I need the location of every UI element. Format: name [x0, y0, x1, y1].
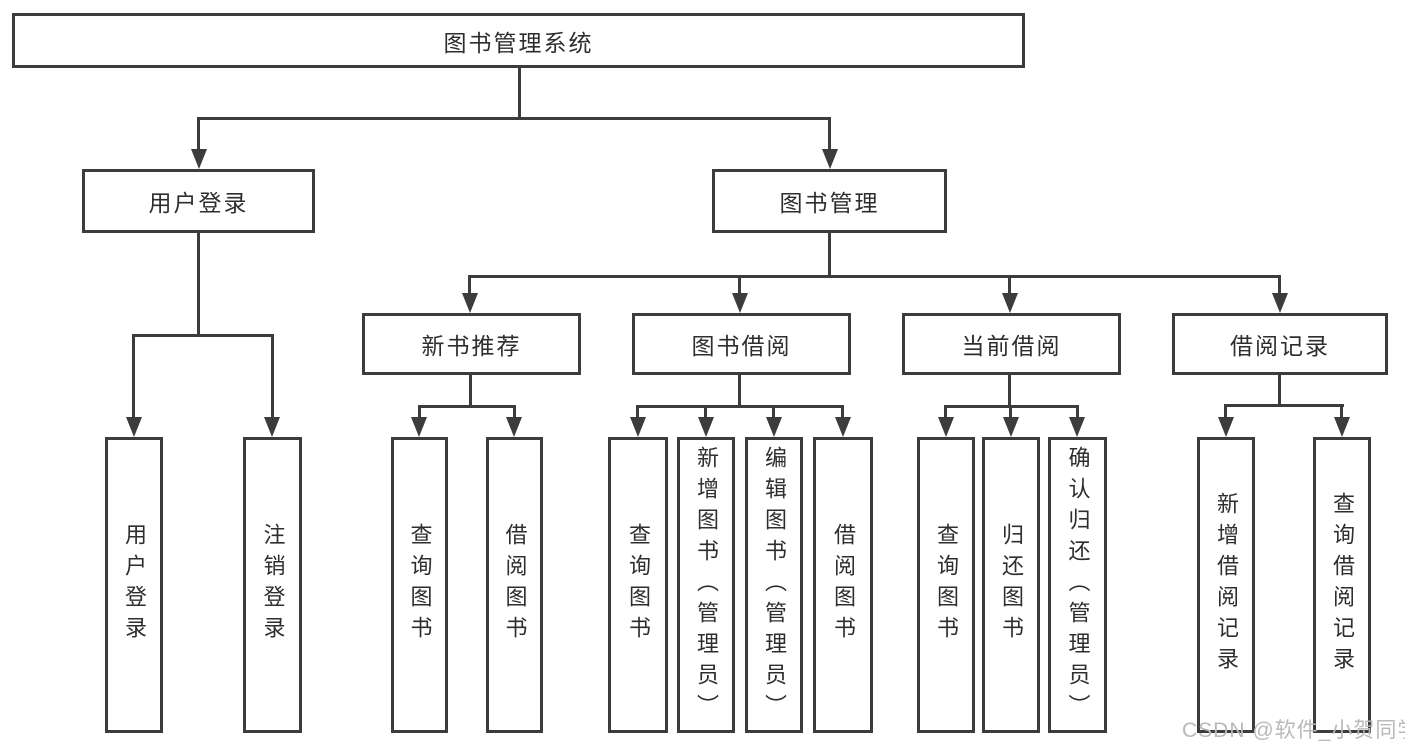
connector-newbookrec-rail — [418, 405, 516, 408]
watermark: CSDN @软件_小贺同学 — [1182, 719, 1405, 742]
connector-l3-shaft-4 — [1278, 275, 1281, 295]
arrow-down-icon — [835, 417, 851, 437]
connector-l3-shaft-3 — [1008, 275, 1011, 295]
node-book-mgmt-label: 图书管理 — [779, 190, 880, 216]
arrow-down-icon — [732, 293, 748, 313]
node-book-borrow: 图书借阅 — [632, 313, 851, 375]
leaf-bb-query-book: 查询图书 — [608, 437, 668, 733]
connector-root-rail — [197, 117, 831, 120]
leaf-br-query-record: 查询借阅记录 — [1313, 437, 1371, 733]
leaf-bb-borrow-book: 借阅图书 — [813, 437, 873, 733]
connector-userlogin-stem — [197, 233, 200, 335]
node-root: 图书管理系统 — [12, 13, 1025, 68]
leaf-rec-borrow-book: 借阅图书 — [486, 437, 543, 733]
leaf-cb-return-book-label: 归还图书 — [999, 523, 1024, 647]
node-borrow-record-label: 借阅记录 — [1230, 333, 1330, 359]
arrow-down-icon — [191, 149, 207, 169]
connector-userlogin-rail — [132, 334, 274, 337]
leaf-bb-query-book-label: 查询图书 — [626, 523, 651, 647]
connector-d3-shaft — [1076, 405, 1079, 419]
leaf-cb-query-book-label: 查询图书 — [934, 523, 959, 647]
connector-root-stem — [518, 68, 521, 118]
arrow-down-icon — [264, 417, 280, 437]
leaf-rec-borrow-book-label: 借阅图书 — [502, 523, 528, 647]
leaf-bb-add-book-admin: 新增图书（管理员） — [677, 437, 735, 733]
connector-b2-shaft — [513, 405, 516, 419]
node-root-label: 图书管理系统 — [443, 29, 594, 56]
connector-l3-shaft-2 — [738, 275, 741, 295]
node-current-borrow-label: 当前借阅 — [961, 333, 1062, 359]
connector-d1-shaft — [944, 405, 947, 419]
node-new-book-rec-label: 新书推荐 — [421, 333, 522, 359]
node-book-mgmt: 图书管理 — [712, 169, 947, 233]
node-new-book-rec: 新书推荐 — [362, 313, 581, 375]
arrow-down-icon — [630, 417, 646, 437]
arrow-down-icon — [822, 149, 838, 169]
leaf-br-add-record-label: 新增借阅记录 — [1214, 492, 1239, 678]
node-current-borrow: 当前借阅 — [902, 313, 1121, 375]
connector-e2-shaft — [1340, 404, 1343, 419]
arrow-down-icon — [1334, 417, 1350, 437]
arrow-down-icon — [938, 417, 954, 437]
leaf-br-add-record: 新增借阅记录 — [1197, 437, 1255, 733]
leaf-bb-edit-book-admin: 编辑图书（管理员） — [745, 437, 803, 733]
arrow-down-icon — [462, 293, 478, 313]
arrow-down-icon — [1069, 417, 1085, 437]
connector-bookmgmt-rail — [468, 275, 1281, 278]
connector-root-bookmgmt-shaft — [828, 117, 831, 151]
leaf-cb-query-book: 查询图书 — [917, 437, 975, 733]
leaf-logout: 注销登录 — [243, 437, 302, 733]
connector-borrowrecord-rail — [1224, 404, 1344, 407]
connector-d2-shaft — [1009, 405, 1012, 419]
arrow-down-icon — [1002, 293, 1018, 313]
arrow-down-icon — [411, 417, 427, 437]
leaf-bb-borrow-book-label: 借阅图书 — [831, 523, 856, 647]
leaf-logout-label: 注销登录 — [260, 523, 286, 647]
leaf-bb-edit-book-admin-label: 编辑图书（管理员） — [762, 445, 787, 725]
connector-l3-shaft-1 — [468, 275, 471, 295]
connector-c3-shaft — [772, 405, 775, 419]
connector-userlogin-leaf2-shaft — [271, 334, 274, 419]
arrow-down-icon — [766, 417, 782, 437]
node-book-borrow-label: 图书借阅 — [691, 333, 792, 359]
connector-newbookrec-stem — [469, 375, 472, 408]
node-borrow-record: 借阅记录 — [1172, 313, 1388, 375]
leaf-rec-query-book-label: 查询图书 — [407, 523, 433, 647]
node-user-login-label: 用户登录 — [148, 190, 249, 216]
leaf-cb-confirm-return-admin-label: 确认归还（管理员） — [1065, 445, 1091, 725]
leaf-bb-add-book-admin-label: 新增图书（管理员） — [694, 445, 719, 725]
connector-currentborrow-stem — [1008, 375, 1011, 408]
connector-bookmgmt-stem — [828, 233, 831, 277]
node-user-login: 用户登录 — [82, 169, 315, 233]
connector-c1-shaft — [636, 405, 639, 419]
arrow-down-icon — [1003, 417, 1019, 437]
arrow-down-icon — [506, 417, 522, 437]
connector-userlogin-leaf1-shaft — [132, 334, 135, 419]
arrow-down-icon — [126, 417, 142, 437]
arrow-down-icon — [1272, 293, 1288, 313]
leaf-rec-query-book: 查询图书 — [391, 437, 448, 733]
connector-root-userlogin-shaft — [197, 117, 200, 151]
leaf-br-query-record-label: 查询借阅记录 — [1330, 492, 1355, 678]
arrow-down-icon — [1218, 417, 1234, 437]
connector-c2-shaft — [704, 405, 707, 419]
arrow-down-icon — [698, 417, 714, 437]
connector-borrowrecord-stem — [1278, 375, 1281, 407]
connector-e1-shaft — [1224, 404, 1227, 419]
connector-b1-shaft — [418, 405, 421, 419]
leaf-user-login: 用户登录 — [105, 437, 163, 733]
leaf-cb-return-book: 归还图书 — [982, 437, 1040, 733]
leaf-cb-confirm-return-admin: 确认归还（管理员） — [1048, 437, 1107, 733]
leaf-user-login-label: 用户登录 — [122, 523, 147, 647]
connector-bookborrow-stem — [738, 375, 741, 408]
connector-bookborrow-rail — [636, 405, 844, 408]
connector-c4-shaft — [841, 405, 844, 419]
